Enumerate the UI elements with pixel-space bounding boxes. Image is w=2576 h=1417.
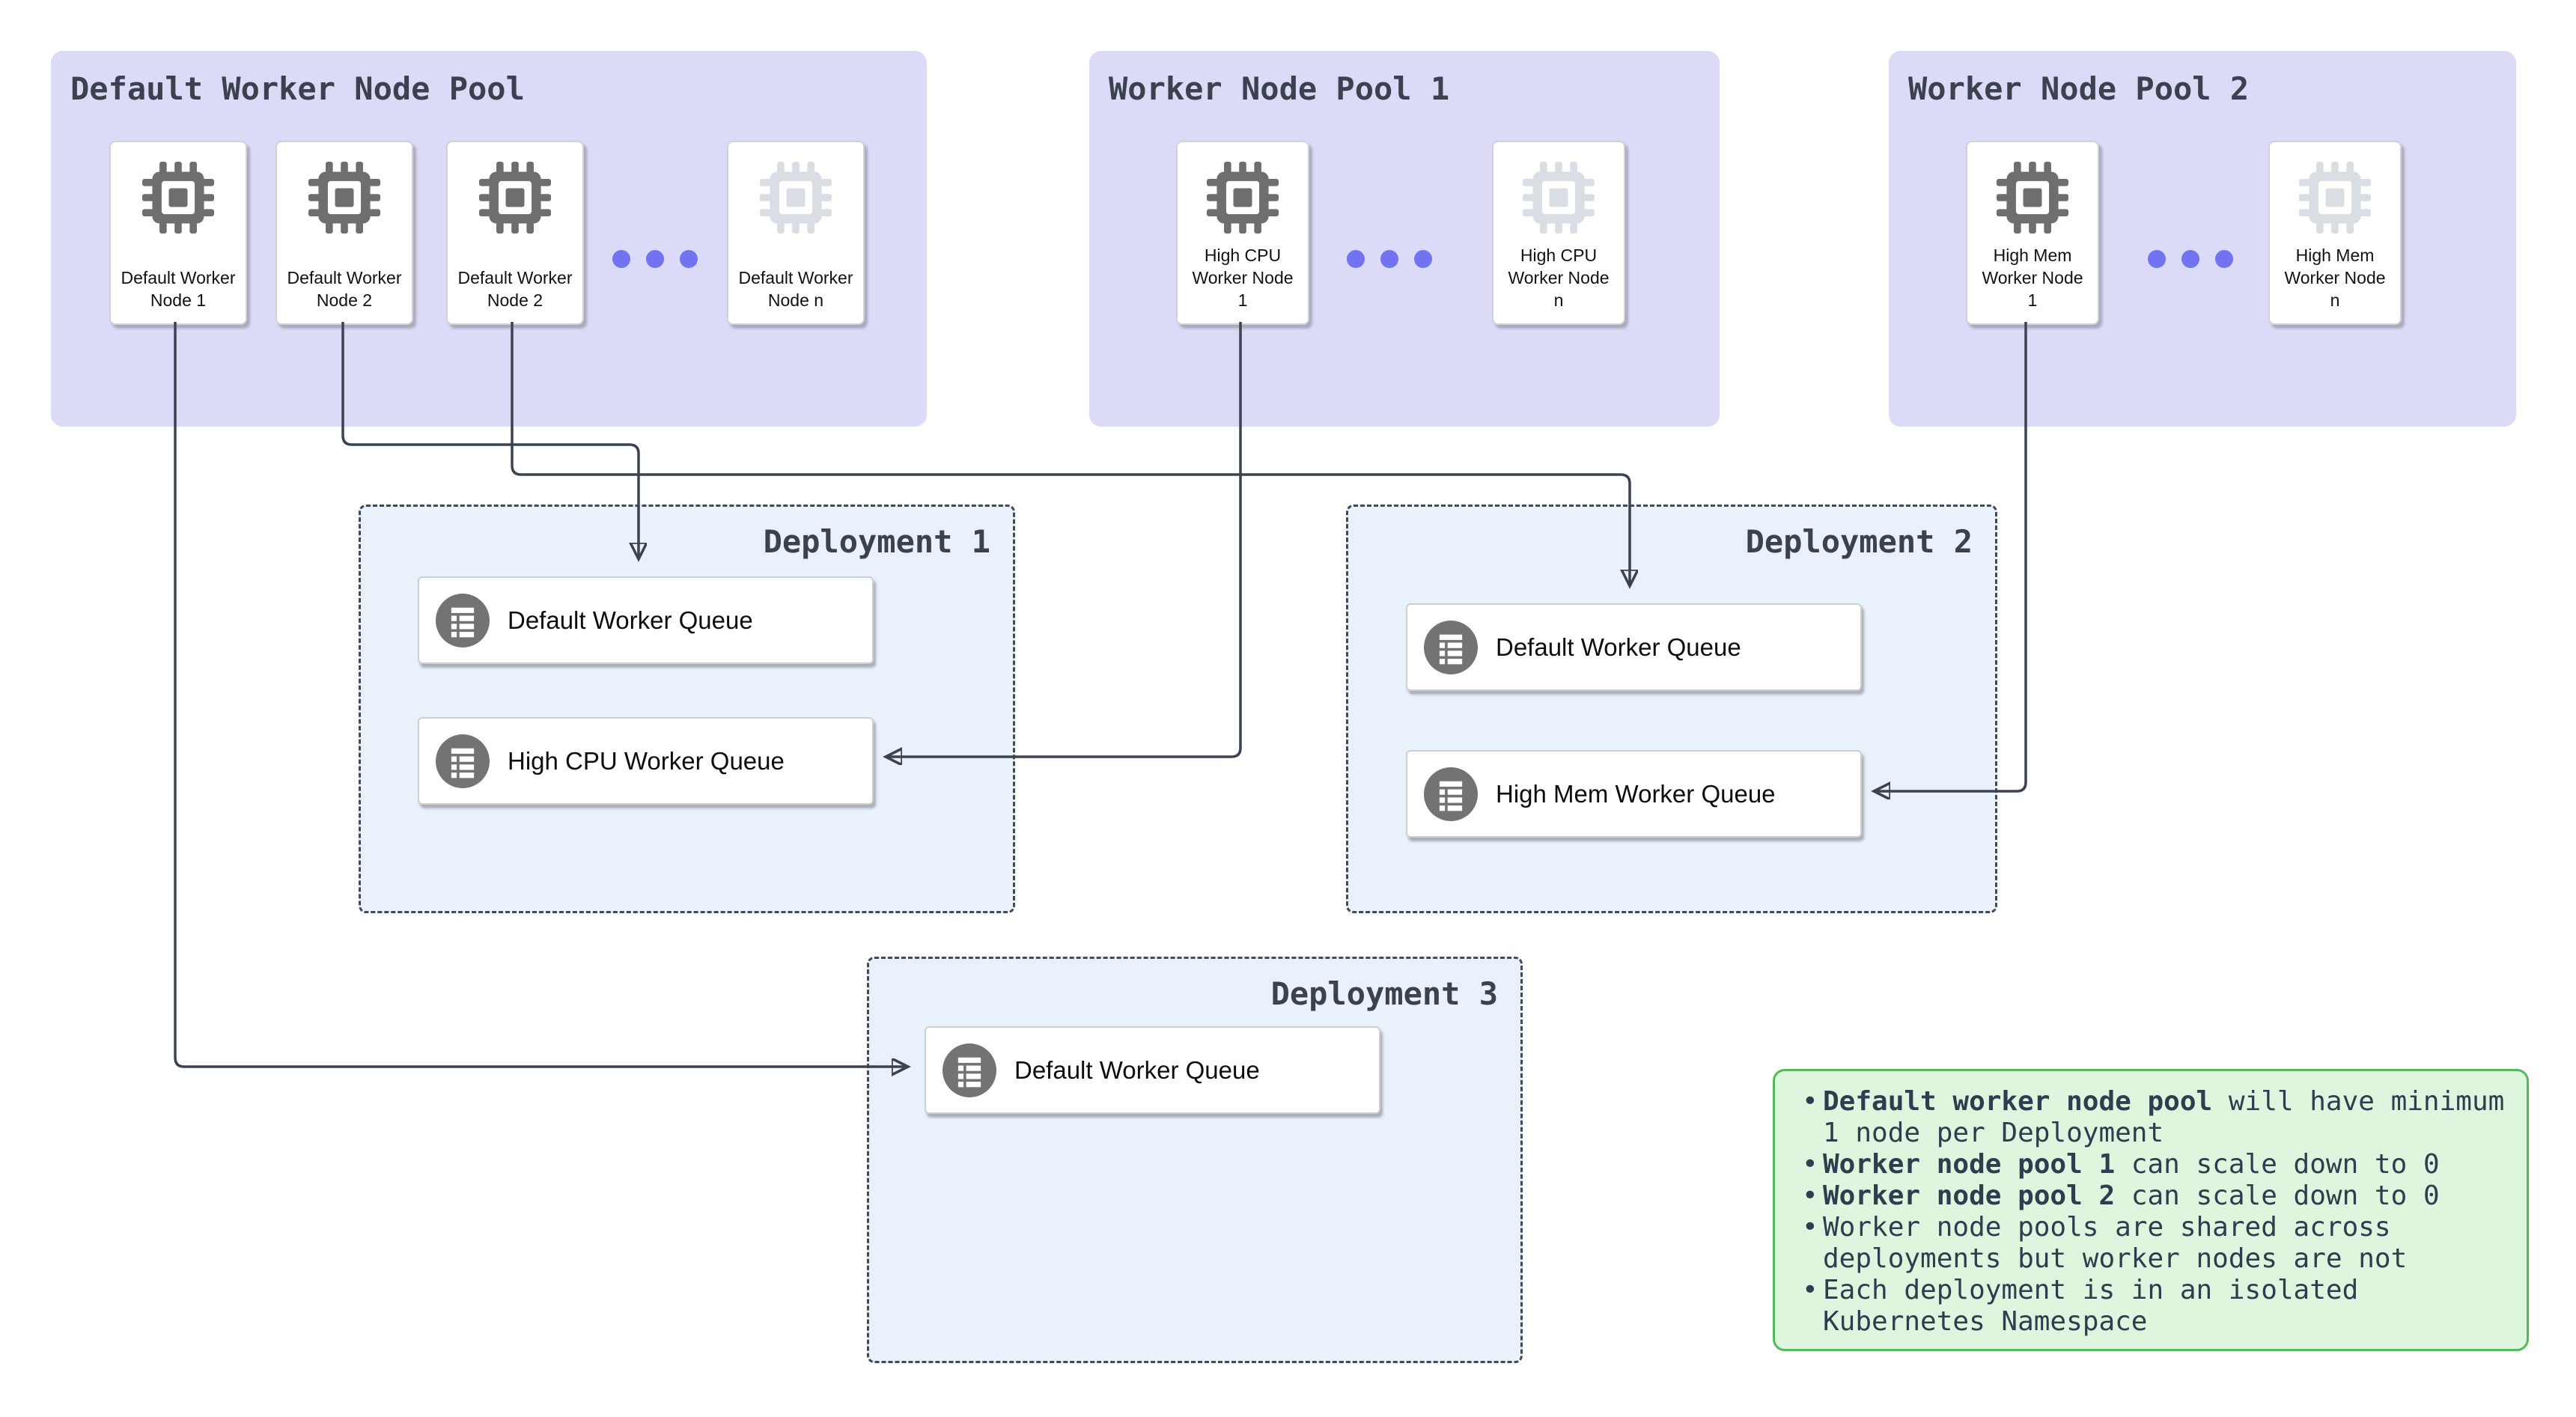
cpu-chip-icon (1997, 162, 2068, 234)
worker-node-label: High Mem Worker Node n (2284, 246, 2386, 310)
worker-node-card: High Mem Worker Node n (2268, 141, 2402, 325)
queue-card: Default Worker Queue (418, 576, 874, 664)
worker-node-label: High CPU Worker Node 1 (1192, 246, 1294, 310)
worker-node-label: Default Worker Node 2 (287, 268, 402, 310)
deployment-3-box: Deployment 3 Default Worker Queue (867, 957, 1523, 1363)
pool-worker-node-pool-1: Worker Node Pool 1 High CPU Worker Node … (1089, 51, 1720, 427)
queue-card: High CPU Worker Queue (418, 717, 874, 805)
note-item: Worker node pool 1 can scale down to 0 (1797, 1149, 2519, 1180)
worker-node-card: Default Worker Node n (727, 141, 865, 325)
cpu-chip-icon (1523, 162, 1595, 234)
ellipsis-dots (612, 250, 698, 268)
queue-icon (436, 734, 490, 788)
worker-node-card: Default Worker Node 1 (109, 141, 247, 325)
queue-label: High Mem Worker Queue (1496, 779, 1776, 808)
deployment-1-box: Deployment 1 Default Worker Queue High C… (359, 505, 1015, 913)
worker-node-card: Default Worker Node 2 (275, 141, 413, 325)
cpu-chip-icon (308, 162, 380, 234)
pool-title: Default Worker Node Pool (70, 70, 525, 107)
worker-node-label: Default Worker Node n (738, 268, 853, 310)
queue-label: Default Worker Queue (1496, 633, 1741, 661)
deployment-title: Deployment 2 (1745, 523, 1973, 560)
cpu-chip-icon (142, 162, 214, 234)
ellipsis-dots (2148, 250, 2233, 268)
note-item: Each deployment is in an isolated Kubern… (1797, 1275, 2519, 1338)
queue-card: Default Worker Queue (1406, 603, 1862, 691)
worker-node-label: High CPU Worker Node n (1508, 246, 1610, 310)
worker-node-card: Default Worker Node 2 (446, 141, 584, 325)
worker-node-card: High Mem Worker Node 1 (1966, 141, 2099, 325)
worker-node-card: High CPU Worker Node 1 (1176, 141, 1309, 325)
queue-card: Default Worker Queue (925, 1026, 1380, 1114)
queue-icon (1424, 767, 1478, 821)
notes-callout: Default worker node pool will have minim… (1773, 1069, 2529, 1351)
cpu-chip-icon (760, 162, 832, 234)
queue-icon (943, 1043, 996, 1097)
worker-node-label: Default Worker Node 1 (121, 268, 236, 310)
queue-label: Default Worker Queue (1014, 1055, 1260, 1084)
queue-label: High CPU Worker Queue (508, 746, 785, 775)
note-item: Default worker node pool will have minim… (1797, 1086, 2519, 1149)
note-item: Worker node pools are shared across depl… (1797, 1212, 2519, 1275)
queue-label: Default Worker Queue (508, 606, 753, 634)
pool-default-worker-node-pool: Default Worker Node Pool Default Worker … (51, 51, 927, 427)
notes-list: Default worker node pool will have minim… (1797, 1086, 2519, 1338)
deployment-2-box: Deployment 2 Default Worker Queue High M… (1346, 505, 1997, 913)
deployment-title: Deployment 1 (763, 523, 990, 560)
queue-icon (436, 594, 490, 647)
queue-icon (1424, 621, 1478, 674)
worker-node-label: High Mem Worker Node 1 (1982, 246, 2083, 310)
ellipsis-dots (1347, 250, 1432, 268)
worker-node-label: Default Worker Node 2 (457, 268, 573, 310)
cpu-chip-icon (1207, 162, 1279, 234)
cpu-chip-icon (479, 162, 551, 234)
note-item: Worker node pool 2 can scale down to 0 (1797, 1180, 2519, 1212)
deployment-title: Deployment 3 (1270, 975, 1498, 1012)
worker-node-card: High CPU Worker Node n (1492, 141, 1625, 325)
pool-title: Worker Node Pool 2 (1908, 70, 2250, 107)
queue-card: High Mem Worker Queue (1406, 750, 1862, 838)
pool-worker-node-pool-2: Worker Node Pool 2 High Mem Worker Node … (1889, 51, 2516, 427)
pool-title: Worker Node Pool 1 (1109, 70, 1450, 107)
cpu-chip-icon (2299, 162, 2371, 234)
